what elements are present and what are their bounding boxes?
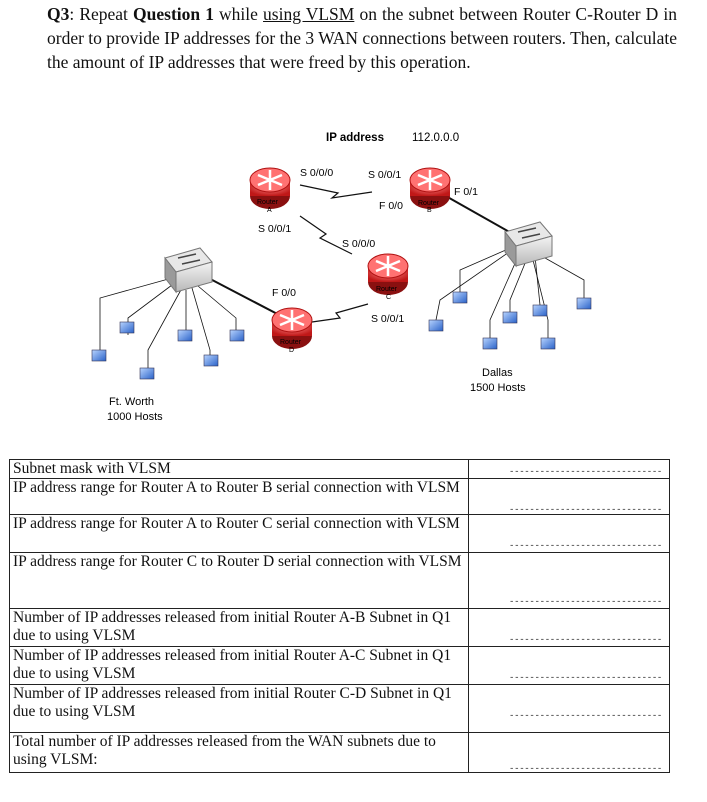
ftworth-switch [164,247,213,294]
a-s001-label: S 0/0/1 [258,223,291,235]
answer-blank: -------------------------------- [509,673,661,683]
b-f01-label: F 0/1 [454,186,478,198]
ip-address-value: 112.0.0.0 [412,132,459,144]
router-d: Router D [271,307,313,354]
table-row: IP address range for Router C to Router … [9,552,670,609]
question-text-1: : Repeat [69,4,134,24]
row-label: Number of IP addresses released from ini… [9,646,469,685]
ip-address-label: IP address [326,132,384,144]
answer-table: Subnet mask with VLSM ------------------… [9,459,670,774]
dallas-switch [504,221,553,268]
router-c: Router C [367,253,409,301]
answer-cell[interactable]: -------------------------------- [468,732,670,774]
row-label: IP address range for Router C to Router … [9,552,469,609]
pc-icons [91,291,592,380]
c-s000-label: S 0/0/0 [342,238,375,250]
ftworth-name: Ft. Worth [109,396,154,408]
row-label: IP address range for Router A to Router … [9,514,469,553]
router-b-letter: B [427,207,432,214]
row-label: Subnet mask with VLSM [9,459,469,479]
answer-blank: -------------------------------- [509,597,661,607]
router-d-word: Router [280,339,302,346]
dallas-hosts: 1500 Hosts [470,382,526,394]
answer-blank: -------------------------------- [509,541,661,551]
row-label: Number of IP addresses released from ini… [9,684,469,733]
answer-cell[interactable]: -------------------------------- [468,684,670,733]
router-b: Router B [409,167,451,214]
answer-cell[interactable]: -------------------------------- [468,514,670,553]
router-a: Router A [249,167,291,214]
router-d-letter: D [289,347,294,354]
d-f00-label: F 0/0 [272,287,296,299]
interface-labels: S 0/0/0 S 0/0/1 F 0/0 F 0/1 S 0/0/1 S 0/… [258,167,478,325]
answer-cell[interactable]: -------------------------------- [468,552,670,609]
a-s001-top-label: S 0/0/1 [368,169,401,181]
question-label: Q3 [47,4,70,24]
answer-blank: -------------------------------- [509,505,661,515]
link-c-d [311,303,369,323]
router-c-word: Router [376,286,398,293]
c-s001-label: S 0/0/1 [371,313,404,325]
answer-cell[interactable]: -------------------------------- [468,608,670,647]
b-f00-label: F 0/0 [379,200,403,212]
answer-blank: -------------------------------- [509,467,661,477]
router-a-letter: A [267,207,272,214]
ftworth-hosts: 1000 Hosts [107,411,163,423]
router-b-word: Router [418,200,440,207]
network-diagram: IP address 112.0.0.0 Router A Router B R… [91,132,592,423]
answer-blank: -------------------------------- [509,764,661,774]
answer-blank: -------------------------------- [509,711,661,721]
router-c-letter: C [386,294,391,301]
row-label: Number of IP addresses released from ini… [9,608,469,647]
table-row: IP address range for Router A to Router … [9,478,670,515]
dallas-name: Dallas [482,367,513,379]
answer-cell[interactable]: -------------------------------- [468,459,670,479]
table-row: Number of IP addresses released from ini… [9,608,670,647]
question-text: Q3: Repeat Question 1 while using VLSM o… [47,2,677,74]
table-row: Number of IP addresses released from ini… [9,684,670,733]
a-s000-label: S 0/0/0 [300,167,333,179]
table-row: Subnet mask with VLSM ------------------… [9,459,670,479]
link-a-c [299,215,353,255]
answer-cell[interactable]: -------------------------------- [468,646,670,685]
table-row: Number of IP addresses released from ini… [9,646,670,685]
question-text-3: on the subnet between Router C-Router D … [47,4,677,72]
answer-cell[interactable]: -------------------------------- [468,478,670,515]
answer-blank: -------------------------------- [509,635,661,645]
row-label: Total number of IP addresses released fr… [9,732,469,773]
question-underline: using VLSM [263,4,355,24]
table-row: Total number of IP addresses released fr… [9,732,670,774]
link-a-b [299,184,373,199]
row-label: IP address range for Router A to Router … [9,478,469,515]
question-text-2: while [213,4,264,24]
router-a-word: Router [257,199,279,206]
question-ref: Question 1 [133,4,214,24]
table-row: IP address range for Router A to Router … [9,514,670,553]
